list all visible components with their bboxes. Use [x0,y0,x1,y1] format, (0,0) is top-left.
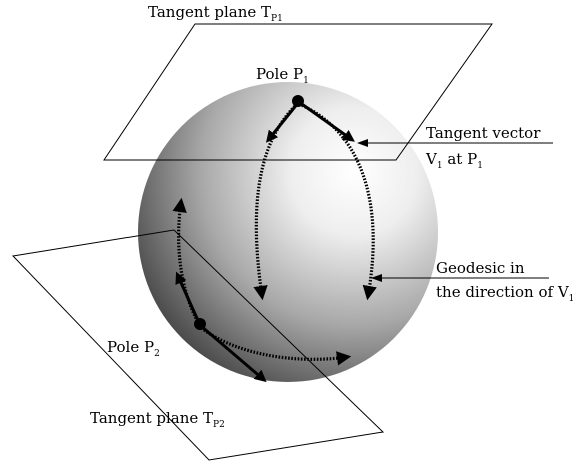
tangent-plane-1-label: Tangent plane TP1 [148,3,283,24]
tangent-vector-p2-up [175,271,202,326]
tangent-plane-2-label: Tangent plane TP2 [90,409,225,430]
sphere [138,82,438,382]
geodesic-2-right [197,324,352,366]
pole-1-label: Pole P1 [256,65,309,86]
tangent-vector-leader-head [357,139,368,147]
tangent-vector-p2-down [200,324,267,383]
pole-2-dot [194,318,206,330]
tangent-plane-1 [103,23,493,161]
tangent-vector-v1 [298,100,355,142]
geodesic-label-line1: Geodesic in [436,259,525,277]
tangent-vector-other [265,102,300,143]
geodesic-label-line2: the direction of V1 [436,283,574,304]
tangent-plane-2 [11,229,385,461]
tangent-vector-label-line1: Tangent vector [426,124,541,142]
geodesic-1-left [253,102,299,301]
geodesic-1-right [298,102,377,301]
pole-2-label: Pole P2 [107,338,160,359]
geodesic-leader-head [371,274,382,282]
pole-1-dot [292,95,304,107]
tangent-vector-label-line2: V1 at P1 [425,150,483,171]
